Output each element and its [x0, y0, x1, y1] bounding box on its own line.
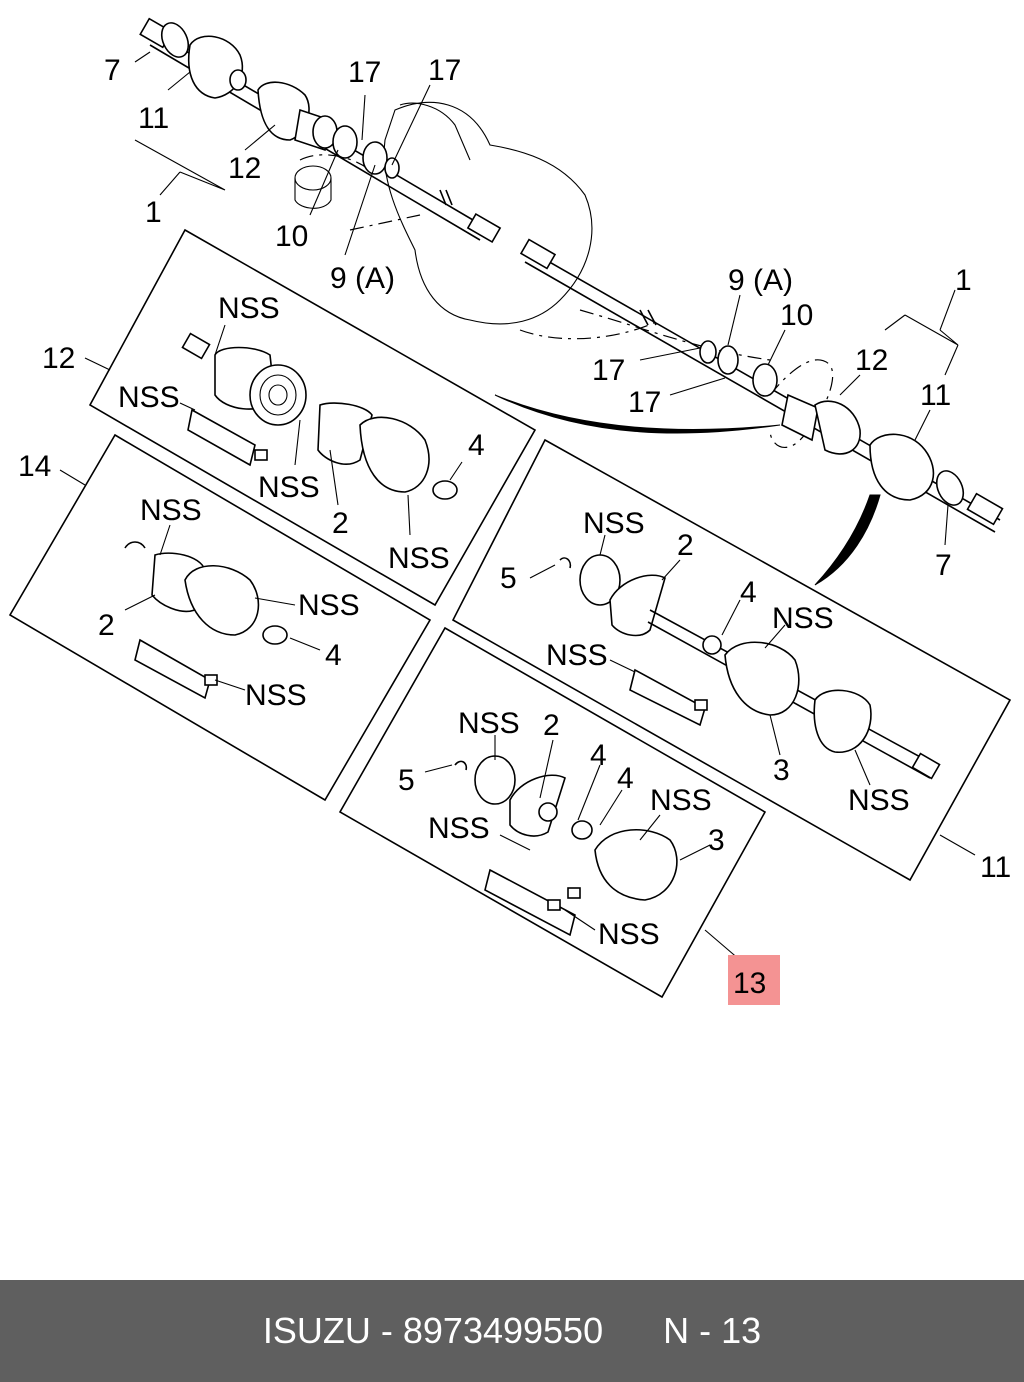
callout-right-12: 12: [855, 344, 888, 377]
kit-box-11: [451, 438, 1012, 882]
callout-top-9a: 9 (A): [330, 262, 395, 295]
callout-box12-4: 4: [468, 429, 485, 462]
highlight-marker-13: [728, 955, 780, 1005]
pointer-arrow-to-box11: [814, 494, 881, 586]
callout-right-7: 7: [935, 549, 952, 582]
footer-bar: ISUZU - 8973499550 N - 13: [0, 1280, 1024, 1382]
callout-box13-nss1: NSS: [458, 707, 520, 740]
kit-box-12: [84, 228, 537, 607]
left-drive-shaft-assembly: [139, 17, 502, 244]
callout-right-1: 1: [955, 264, 972, 297]
callout-box11-4: 4: [740, 576, 757, 609]
callout-labels: 7 11 1 12 10 17 17 9 (A) 9 (A) 10 1 12 1…: [18, 54, 1011, 1000]
callout-box13-nss2: NSS: [650, 784, 712, 817]
callout-box12-nss1: NSS: [218, 292, 280, 325]
right-drive-shaft-assembly: [519, 238, 1004, 533]
callout-top-10: 10: [275, 220, 308, 253]
callout-box12-nss4: NSS: [388, 542, 450, 575]
callout-box13-nss3: NSS: [428, 812, 490, 845]
callout-box13-2: 2: [543, 709, 560, 742]
callout-box13-4a: 4: [590, 739, 607, 772]
callout-box13-3: 3: [708, 824, 725, 857]
callout-box11-ref: 11: [980, 851, 1011, 884]
callout-box11-nss2: NSS: [772, 602, 834, 635]
callout-box14-ref: 14: [18, 450, 51, 483]
callout-box13-4b: 4: [617, 762, 634, 795]
callout-box11-nss4: NSS: [848, 784, 910, 817]
callout-box14-nss1: NSS: [140, 494, 202, 527]
callout-box14-nss2: NSS: [298, 589, 360, 622]
callout-top-7: 7: [104, 54, 121, 87]
callout-box12-nss2: NSS: [118, 381, 180, 414]
footer-part-number: 8973499550: [402, 1310, 604, 1351]
footer-separator: -: [380, 1310, 393, 1351]
callout-top-1: 1: [145, 196, 162, 229]
callout-right-10: 10: [780, 299, 813, 332]
callout-top-12: 12: [228, 152, 261, 185]
callout-box11-nss1: NSS: [583, 507, 645, 540]
callout-box13-ref: 13: [733, 967, 766, 1000]
callout-box14-nss3: NSS: [245, 679, 307, 712]
parts-diagram: 7 11 1 12 10 17 17 9 (A) 9 (A) 10 1 12 1…: [8, 17, 1012, 1005]
callout-box14-4: 4: [325, 639, 342, 672]
differential-housing: [294, 101, 834, 448]
callout-box11-3: 3: [773, 754, 790, 787]
callout-top-11: 11: [138, 102, 169, 135]
callout-top-17a: 17: [348, 56, 381, 89]
callout-box11-5: 5: [500, 562, 517, 595]
callout-box13-nss4: NSS: [598, 918, 660, 951]
callout-box12-2: 2: [332, 507, 349, 540]
kit-box-14: [8, 433, 432, 802]
callout-right-17b: 17: [628, 386, 661, 419]
footer-brand: ISUZU: [262, 1310, 371, 1351]
callout-box14-2: 2: [98, 609, 115, 642]
callout-right-9a: 9 (A): [728, 264, 793, 297]
kit-box-13: [338, 626, 767, 999]
pointer-arrow-to-box12: [494, 394, 781, 434]
callout-box11-nss3: NSS: [546, 639, 608, 672]
callout-box12-ref: 12: [42, 342, 75, 375]
callout-right-17a: 17: [592, 354, 625, 387]
footer-page-label: N - 13: [663, 1310, 762, 1351]
callout-box13-5: 5: [398, 764, 415, 797]
callout-box11-2: 2: [677, 529, 694, 562]
callout-top-17b: 17: [428, 54, 461, 87]
callout-box12-nss3: NSS: [258, 471, 320, 504]
callout-right-11: 11: [920, 379, 951, 412]
top-leader-lines: [134, 51, 959, 546]
